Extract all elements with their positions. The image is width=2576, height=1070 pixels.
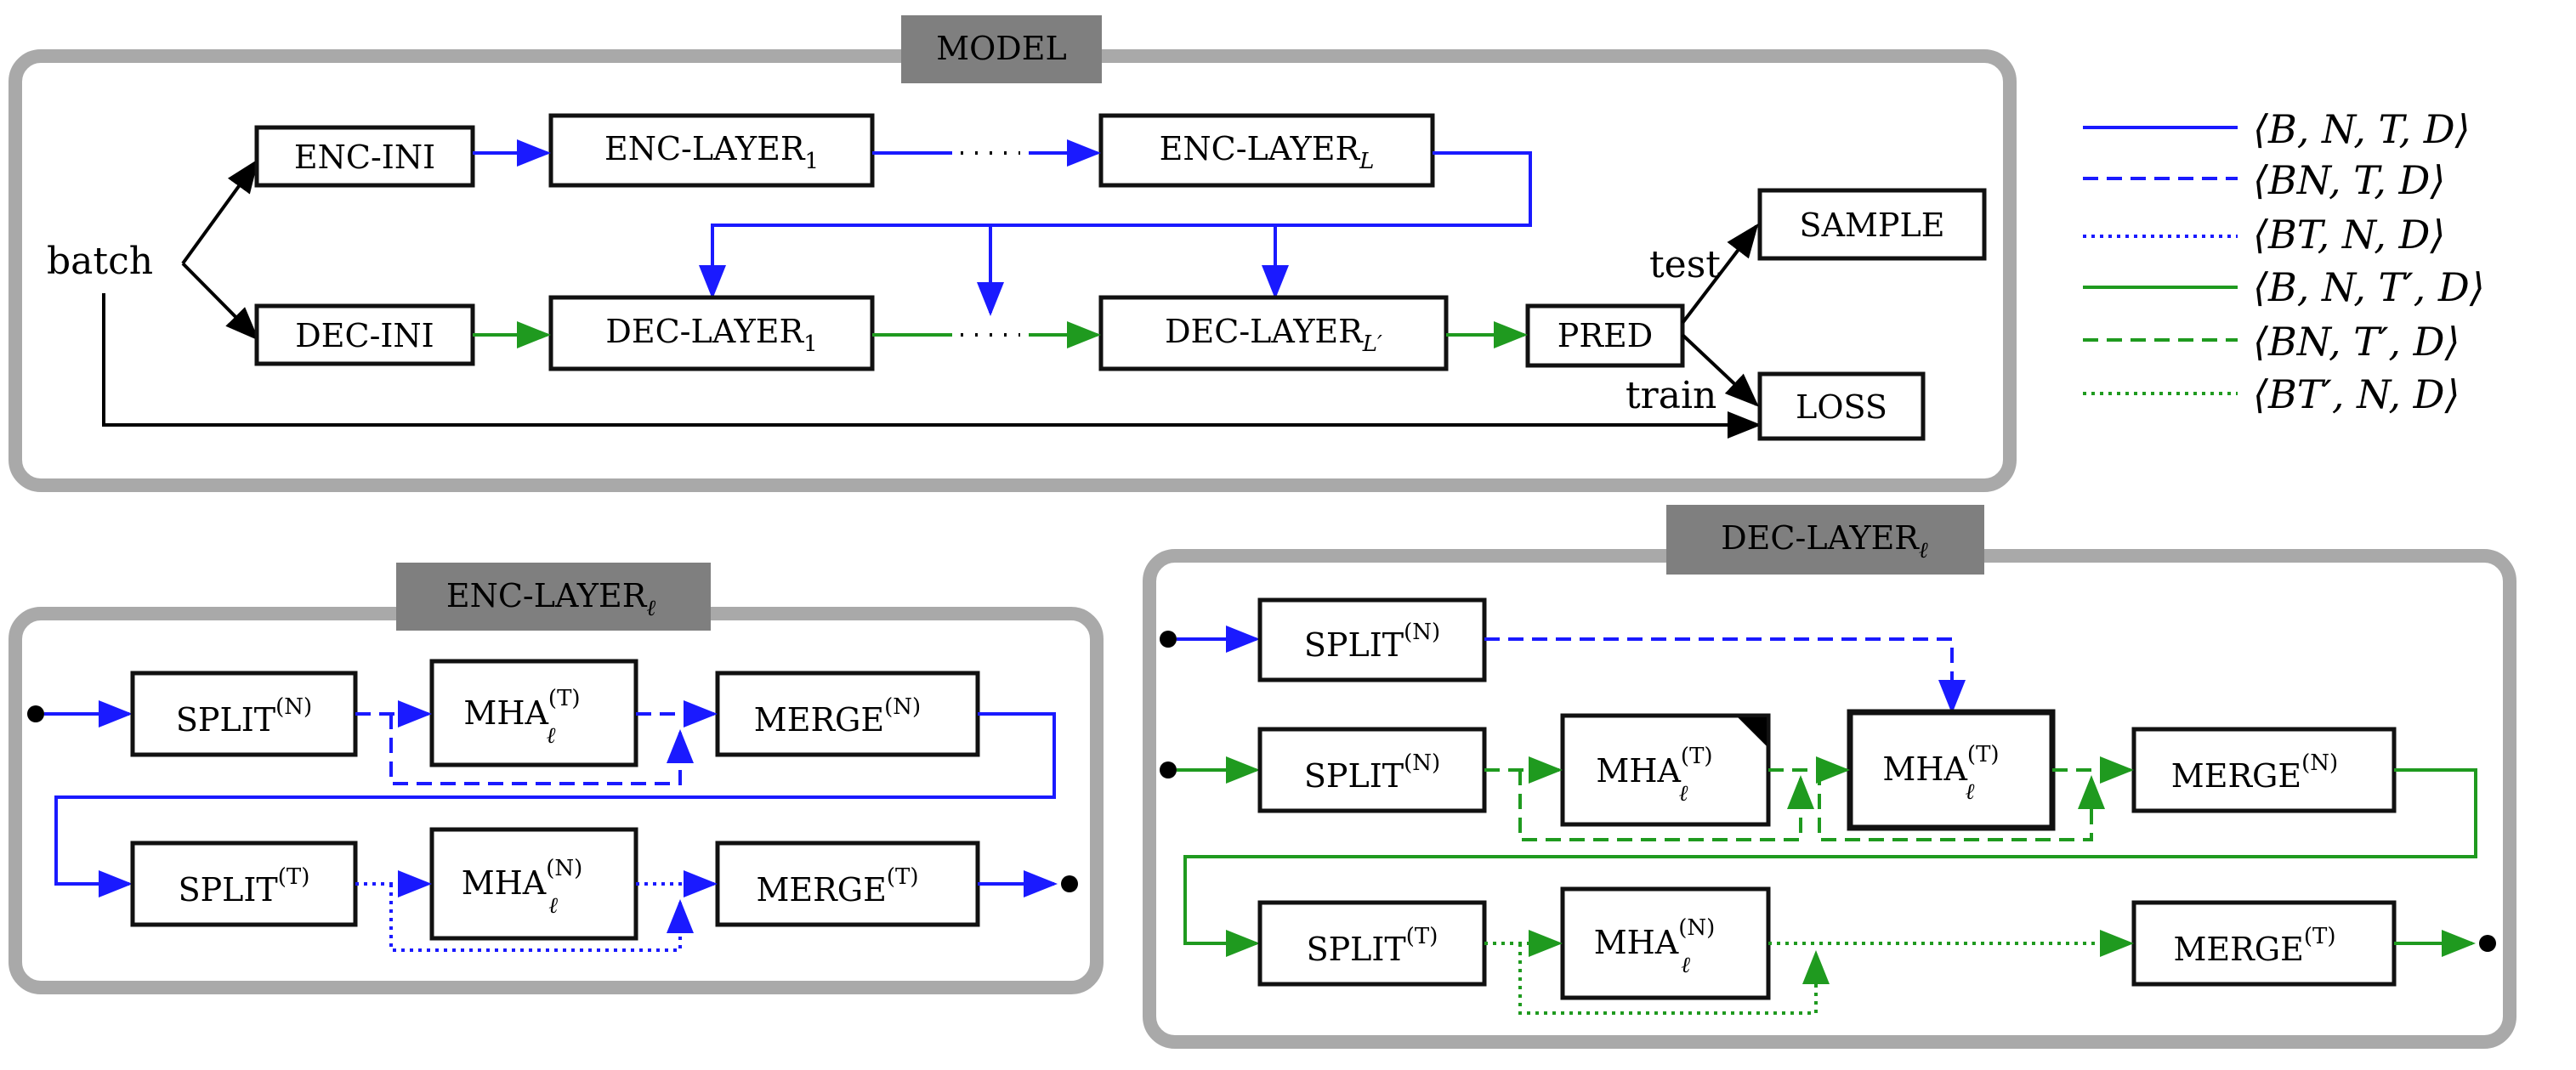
enc-ini-box bbox=[254, 125, 475, 188]
dec-layer-tab bbox=[1666, 505, 1984, 575]
legend-label-1: ⟨BN, T, D⟩ bbox=[2253, 157, 2445, 203]
enc-layer-title: ENC-LAYERℓ bbox=[446, 577, 655, 621]
causal-mask-corner-icon bbox=[1738, 717, 1767, 746]
dec-split-n-top-box bbox=[1257, 597, 1487, 682]
batch-label: batch bbox=[47, 240, 153, 283]
legend-label-0: ⟨B, N, T, D⟩ bbox=[2253, 106, 2471, 152]
dec-memory-to-cross-mha-edge bbox=[1484, 637, 1966, 714]
dec-mha-t1-label: MHA(T)ℓ bbox=[1596, 744, 1712, 807]
legend-label-5: ⟨BT′, N, D⟩ bbox=[2253, 371, 2460, 417]
legend-label-4: ⟨BN, T′, D⟩ bbox=[2253, 319, 2460, 365]
model-title: MODEL bbox=[936, 30, 1067, 67]
dec-merge-n-label: MERGE(N) bbox=[2171, 750, 2338, 795]
dec-split-n-top-label: SPLIT(N) bbox=[1304, 620, 1440, 664]
train-label: train bbox=[1626, 374, 1716, 417]
dec-mha-n-residual-edge bbox=[1518, 943, 1830, 1015]
enc-layer-L-box bbox=[1098, 113, 1435, 188]
enc-row-wrap-edge bbox=[54, 712, 1056, 897]
model-tab bbox=[901, 15, 1102, 83]
dec-mha-n-label: MHA(N)ℓ bbox=[1594, 915, 1716, 978]
enc-mha-t-label: MHA(T)ℓ bbox=[463, 686, 580, 749]
legend-label-3: ⟨B, N, T′, D⟩ bbox=[2253, 264, 2485, 310]
sample-box bbox=[1757, 188, 1987, 261]
enc-merge-t-label: MERGE(T) bbox=[757, 864, 919, 909]
enc-output-dot bbox=[1061, 875, 1078, 892]
enc-merge-n-label: MERGE(N) bbox=[754, 694, 921, 739]
dec-layer-L-box bbox=[1098, 295, 1449, 371]
enc-layer-1-label: ENC-LAYER1 bbox=[604, 130, 819, 174]
enc-merge-n-box bbox=[715, 671, 980, 757]
legend-label-2: ⟨BT, N, D⟩ bbox=[2253, 212, 2445, 258]
legend: ⟨B, N, T, D⟩ ⟨BN, T, D⟩ ⟨BT, N, D⟩ ⟨B, N… bbox=[2083, 106, 2485, 417]
enc-layer-L-label: ENC-LAYERL bbox=[1160, 130, 1375, 174]
dec-memory-input-dot bbox=[1160, 631, 1177, 648]
loss-label: LOSS bbox=[1796, 388, 1887, 426]
dec-ini-label: DEC-INI bbox=[295, 317, 434, 354]
pred-to-loss-edge bbox=[1681, 333, 1759, 407]
enc-ini-label: ENC-INI bbox=[294, 139, 435, 176]
dec-mha-t2-label: MHA(T)ℓ bbox=[1882, 742, 1999, 805]
dec-layer-title: DEC-LAYERℓ bbox=[1721, 519, 1928, 563]
dec-split-n-box bbox=[1257, 727, 1487, 813]
dec-split-n-label: SPLIT(N) bbox=[1304, 750, 1440, 795]
enc-split-t-box bbox=[130, 841, 358, 927]
enc-output-route-edge bbox=[699, 151, 1532, 299]
enc-mha-n-box bbox=[429, 827, 638, 941]
dec-split-t-label: SPLIT(T) bbox=[1307, 924, 1438, 968]
enc-split-n-label: SPLIT(N) bbox=[176, 694, 312, 739]
dec-merge-t-label: MERGE(T) bbox=[2174, 924, 2336, 968]
pred-label: PRED bbox=[1558, 317, 1653, 354]
dec-row-wrap-edge bbox=[1183, 768, 2477, 957]
batch-to-loss-edge bbox=[102, 293, 1762, 439]
dec-input-dot bbox=[1160, 761, 1177, 778]
dec-mha-t1-residual-edge bbox=[1518, 770, 1814, 841]
dec-layer-1-box bbox=[548, 295, 875, 371]
batch-to-dec-edge bbox=[181, 262, 259, 341]
dec-split-t-box bbox=[1257, 900, 1487, 987]
dec-output-dot bbox=[2479, 935, 2496, 952]
dec-mha-t2-residual-edge bbox=[1818, 770, 2105, 841]
enc-input-dot bbox=[27, 705, 44, 722]
dec-layer-1-label: DEC-LAYER1 bbox=[605, 313, 817, 357]
loss-box bbox=[1757, 371, 1926, 441]
batch-to-enc-edge bbox=[181, 158, 259, 265]
dec-merge-n-box bbox=[2131, 727, 2397, 813]
sample-label: SAMPLE bbox=[1800, 207, 1945, 244]
enc-mha-t-residual-edge bbox=[389, 714, 694, 785]
dec-layer-L-label: DEC-LAYERL′ bbox=[1165, 313, 1382, 357]
enc-mha-n-label: MHA(N)ℓ bbox=[462, 856, 583, 919]
dec-mha-t1-box bbox=[1560, 713, 1771, 827]
enc-split-t-label: SPLIT(T) bbox=[179, 864, 310, 909]
enc-layer-tab bbox=[396, 563, 711, 631]
enc-layer-1-box bbox=[548, 113, 875, 188]
pred-to-sample-edge bbox=[1681, 223, 1759, 325]
test-label: test bbox=[1649, 243, 1721, 286]
